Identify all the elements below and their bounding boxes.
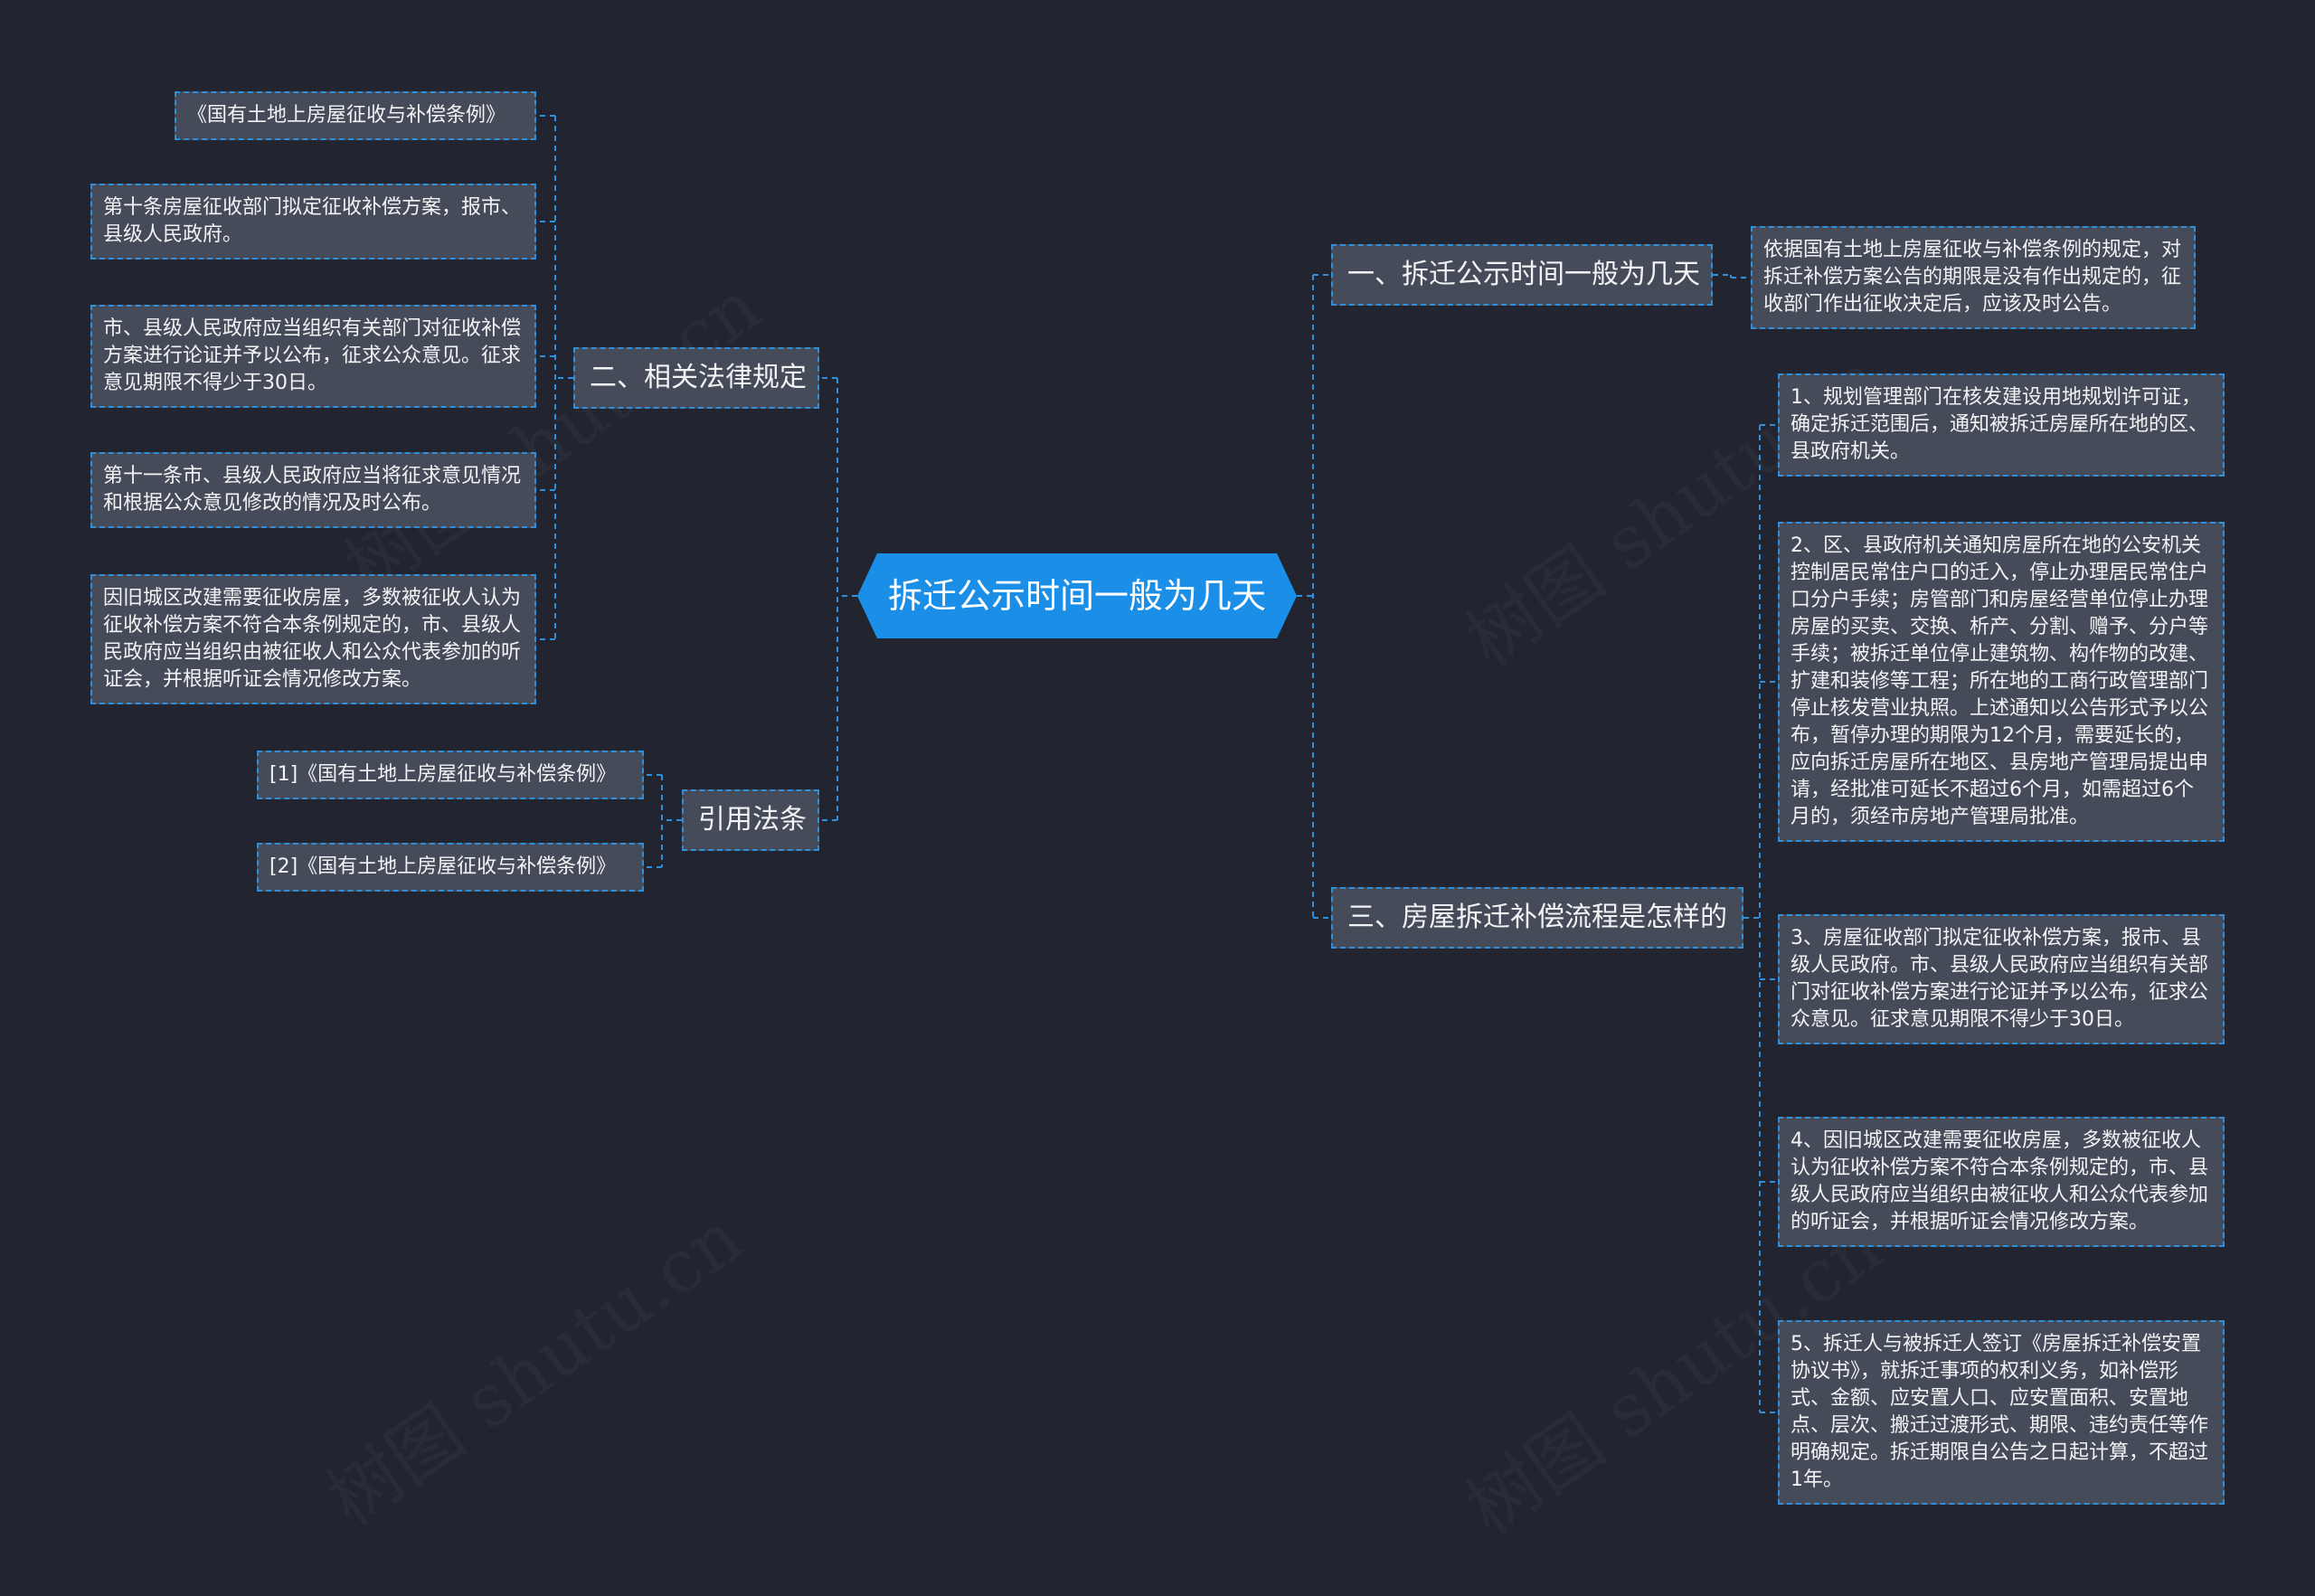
- branch-publicity-period-detail[interactable]: 依据国有土地上房屋征收与补偿条例的规定，对拆迁补偿方案公告的期限是没有作出规定的…: [1751, 226, 2196, 329]
- law-item[interactable]: 因旧城区改建需要征收房屋，多数被征收人认为征收补偿方案不符合本条例规定的，市、县…: [90, 574, 536, 704]
- law-item[interactable]: 第十一条市、县级人民政府应当将征求意见情况和根据公众意见修改的情况及时公布。: [90, 452, 536, 528]
- branch-compensation-process[interactable]: 三、房屋拆迁补偿流程是怎样的: [1331, 887, 1743, 949]
- branch-cited-laws[interactable]: 引用法条: [682, 789, 819, 851]
- process-step[interactable]: 2、区、县政府机关通知房屋所在地的公安机关控制居民常住户口的迁入，停止办理居民常…: [1778, 522, 2225, 842]
- process-step[interactable]: 1、规划管理部门在核发建设用地规划许可证，确定拆迁范围后，通知被拆迁房屋所在地的…: [1778, 373, 2225, 477]
- cited-law-item[interactable]: [1]《国有土地上房屋征收与补偿条例》: [257, 751, 644, 799]
- cited-law-item[interactable]: [2]《国有土地上房屋征收与补偿条例》: [257, 843, 644, 892]
- process-step[interactable]: 4、因旧城区改建需要征收房屋，多数被征收人认为征收补偿方案不符合本条例规定的，市…: [1778, 1117, 2225, 1247]
- law-item[interactable]: 《国有土地上房屋征收与补偿条例》: [175, 91, 536, 140]
- law-item[interactable]: 第十条房屋征收部门拟定征收补偿方案，报市、县级人民政府。: [90, 184, 536, 260]
- branch-publicity-period[interactable]: 一、拆迁公示时间一般为几天: [1331, 244, 1713, 306]
- law-item[interactable]: 市、县级人民政府应当组织有关部门对征收补偿方案进行论证并予以公布，征求公众意见。…: [90, 305, 536, 408]
- process-step[interactable]: 5、拆迁人与被拆迁人签订《房屋拆迁补偿安置协议书》，就拆迁事项的权利义务，如补偿…: [1778, 1320, 2225, 1505]
- branch-related-laws[interactable]: 二、相关法律规定: [573, 347, 819, 409]
- root-topic[interactable]: 拆迁公示时间一般为几天: [857, 553, 1297, 638]
- process-step[interactable]: 3、房屋征收部门拟定征收补偿方案，报市、县级人民政府。市、县级人民政府应当组织有…: [1778, 914, 2225, 1044]
